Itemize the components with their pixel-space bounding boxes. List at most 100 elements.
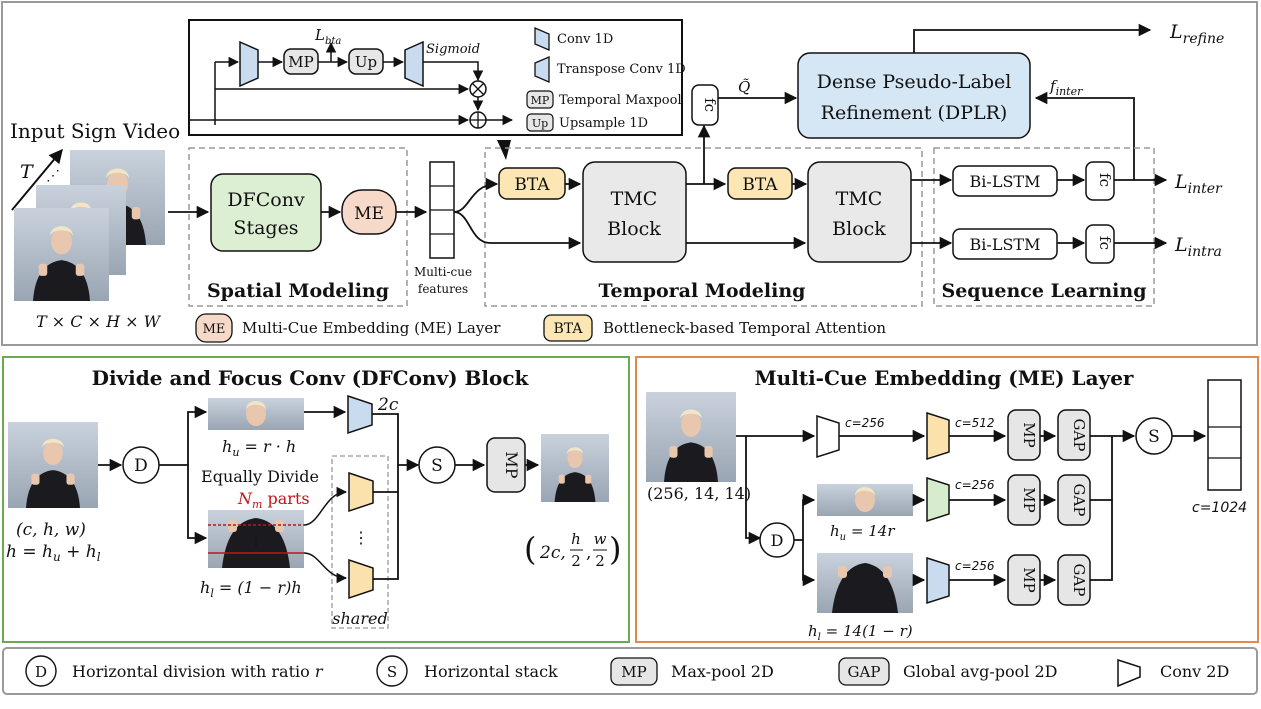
temporal-modeling-title: Temporal Modeling [599,280,806,302]
multicue-line1: Multi-cue [414,265,472,279]
sequence-learning-group [933,147,1155,307]
fc-label-inter: fc [1096,173,1114,187]
me-gap-1: GAP [1070,419,1088,452]
tmc-block-1 [582,161,687,263]
multicue-line2: features [418,282,468,296]
me-mp-gap-row-2: MP GAP [1007,474,1091,526]
l-refine-label: Lrefine [1169,21,1224,47]
legend-gap-tag: GAP [848,663,881,681]
spatial-modeling-group [188,147,408,307]
me-divide-label: D [771,531,784,550]
top-panel [1,1,1258,346]
dfconv-line2: Stages [233,217,298,239]
out-h-den: 2 [571,552,581,570]
frame-front [14,208,110,301]
legend-mp-text: Temporal Maxpool [559,93,682,108]
legend-up-tag-text: Up [532,117,548,130]
me-label: ME [354,204,384,224]
bilstm-box-2 [952,228,1058,260]
dfconv-line1: DFConv [227,189,305,211]
legend-mp-tag-bottom: MP [621,663,646,681]
nm-parts-text: Nm parts [237,489,310,511]
dfconv-h-eq: h = hu + hl [6,542,101,564]
input-video-label: Input Sign Video [10,119,180,143]
me-input-frame [646,392,736,482]
legend-me-tag-text: ME [203,322,226,337]
legend-bta-text: Bottleneck-based Temporal Attention [603,319,886,337]
l-intra-label: Lintra [1174,234,1222,260]
bta-up-label: Up [355,53,377,71]
me-mp-gap-row-3: MP GAP [1007,554,1091,606]
me-upper-crop [817,484,913,516]
dfconv-block-panel [2,356,630,643]
dfconv-conv-shared-1 [348,471,374,513]
me-output-stack [1207,379,1242,491]
me-mp-gap-row-1: MP GAP [1007,409,1091,461]
bta-pointer [497,140,511,160]
legend-me-tag [195,313,233,343]
temporal-modeling-group [484,147,923,307]
out-w: w [594,530,607,548]
legend-me-text: Multi-Cue Embedding (ME) Layer [242,319,501,337]
dfconv-mp-label: MP [502,451,521,478]
multicue-feature-stack [429,161,455,259]
dfconv-hl-label: hl = (1 − r)h [200,578,302,600]
legend-bta-tag-text: BTA [554,321,584,337]
dfconv-block-title: Divide and Focus Conv (DFConv) Block [92,366,530,390]
shared-group [331,455,389,629]
bilstm-label-2: Bi-LSTM [970,235,1041,254]
f-inter-label: finter [1049,77,1083,98]
dfconv-2c: 2c [377,395,399,415]
dplr-line1: Dense Pseudo-Label [817,71,1012,93]
legend-d-text: Horizontal division with ratio r [72,662,324,681]
legend-s-text: Horizontal stack [424,662,558,681]
l-inter-label: Linter [1174,171,1223,197]
fc-box-dplr [691,84,719,126]
fc-box-intra [1085,224,1115,264]
equally-divide-text: Equally Divide [201,467,319,486]
dfconv-output-frame [541,434,609,502]
dfconv-lower-crop: ⋮ [208,510,304,568]
dfconv-stages-box [210,173,322,252]
legend-tconv1d-icon [534,56,550,83]
sequence-learning-title: Sequence Learning [942,280,1147,302]
legend-mp-tag-text: MP [531,94,550,107]
legend-gap-text: Global avg-pool 2D [903,662,1057,681]
svg-text:⋮: ⋮ [250,534,262,548]
me-mp-1: MP [1020,422,1038,447]
me-c256b: c=256 [955,478,995,492]
me-conv-main-1 [816,414,840,459]
me-gap-2: GAP [1070,484,1088,517]
me-layer-title: Multi-Cue Embedding (ME) Layer [755,366,1134,390]
dfconv-input-frame [8,422,98,508]
legend-s-circle [376,655,408,687]
me-conv-upper [926,476,950,523]
fc-label-dplr: fc [701,98,719,112]
legend-tconv1d-text: Transpose Conv 1D [557,62,686,77]
me-input-dims: (256, 14, 14) [647,484,751,503]
dfconv-conv-upper [347,394,373,435]
legend-conv2d-text: Conv 2D [1160,662,1229,681]
me-conv-lower [926,556,950,605]
tmc-1-line2: Block [607,218,661,240]
legend-conv1d-text: Conv 1D [557,32,613,47]
conv1d-shape [239,40,259,88]
out-w-den: 2 [595,552,605,570]
fc-box-inter [1085,161,1115,201]
out-paren-r: ) [609,530,621,568]
q-tilde-label: Q̃ [738,78,750,96]
legend-up-tag [526,113,554,132]
dfconv-vdots: ⋮ [353,528,369,547]
me-conv-main-2 [926,411,950,461]
tmc-block-2 [807,161,912,263]
bta-label-1: BTA [514,175,550,195]
dfconv-output-dims: ( 2c, h 2 , w 2 ) [524,530,621,570]
legend-mp-text-bottom: Max-pool 2D [671,662,774,681]
legend-gap-box [838,657,890,686]
tmc-2-line1: TMC [836,188,883,210]
legend-d-tag: D [35,663,47,681]
me-layer-panel [635,356,1259,643]
me-gap-3: GAP [1070,564,1088,597]
tconv1d-shape [404,40,424,88]
